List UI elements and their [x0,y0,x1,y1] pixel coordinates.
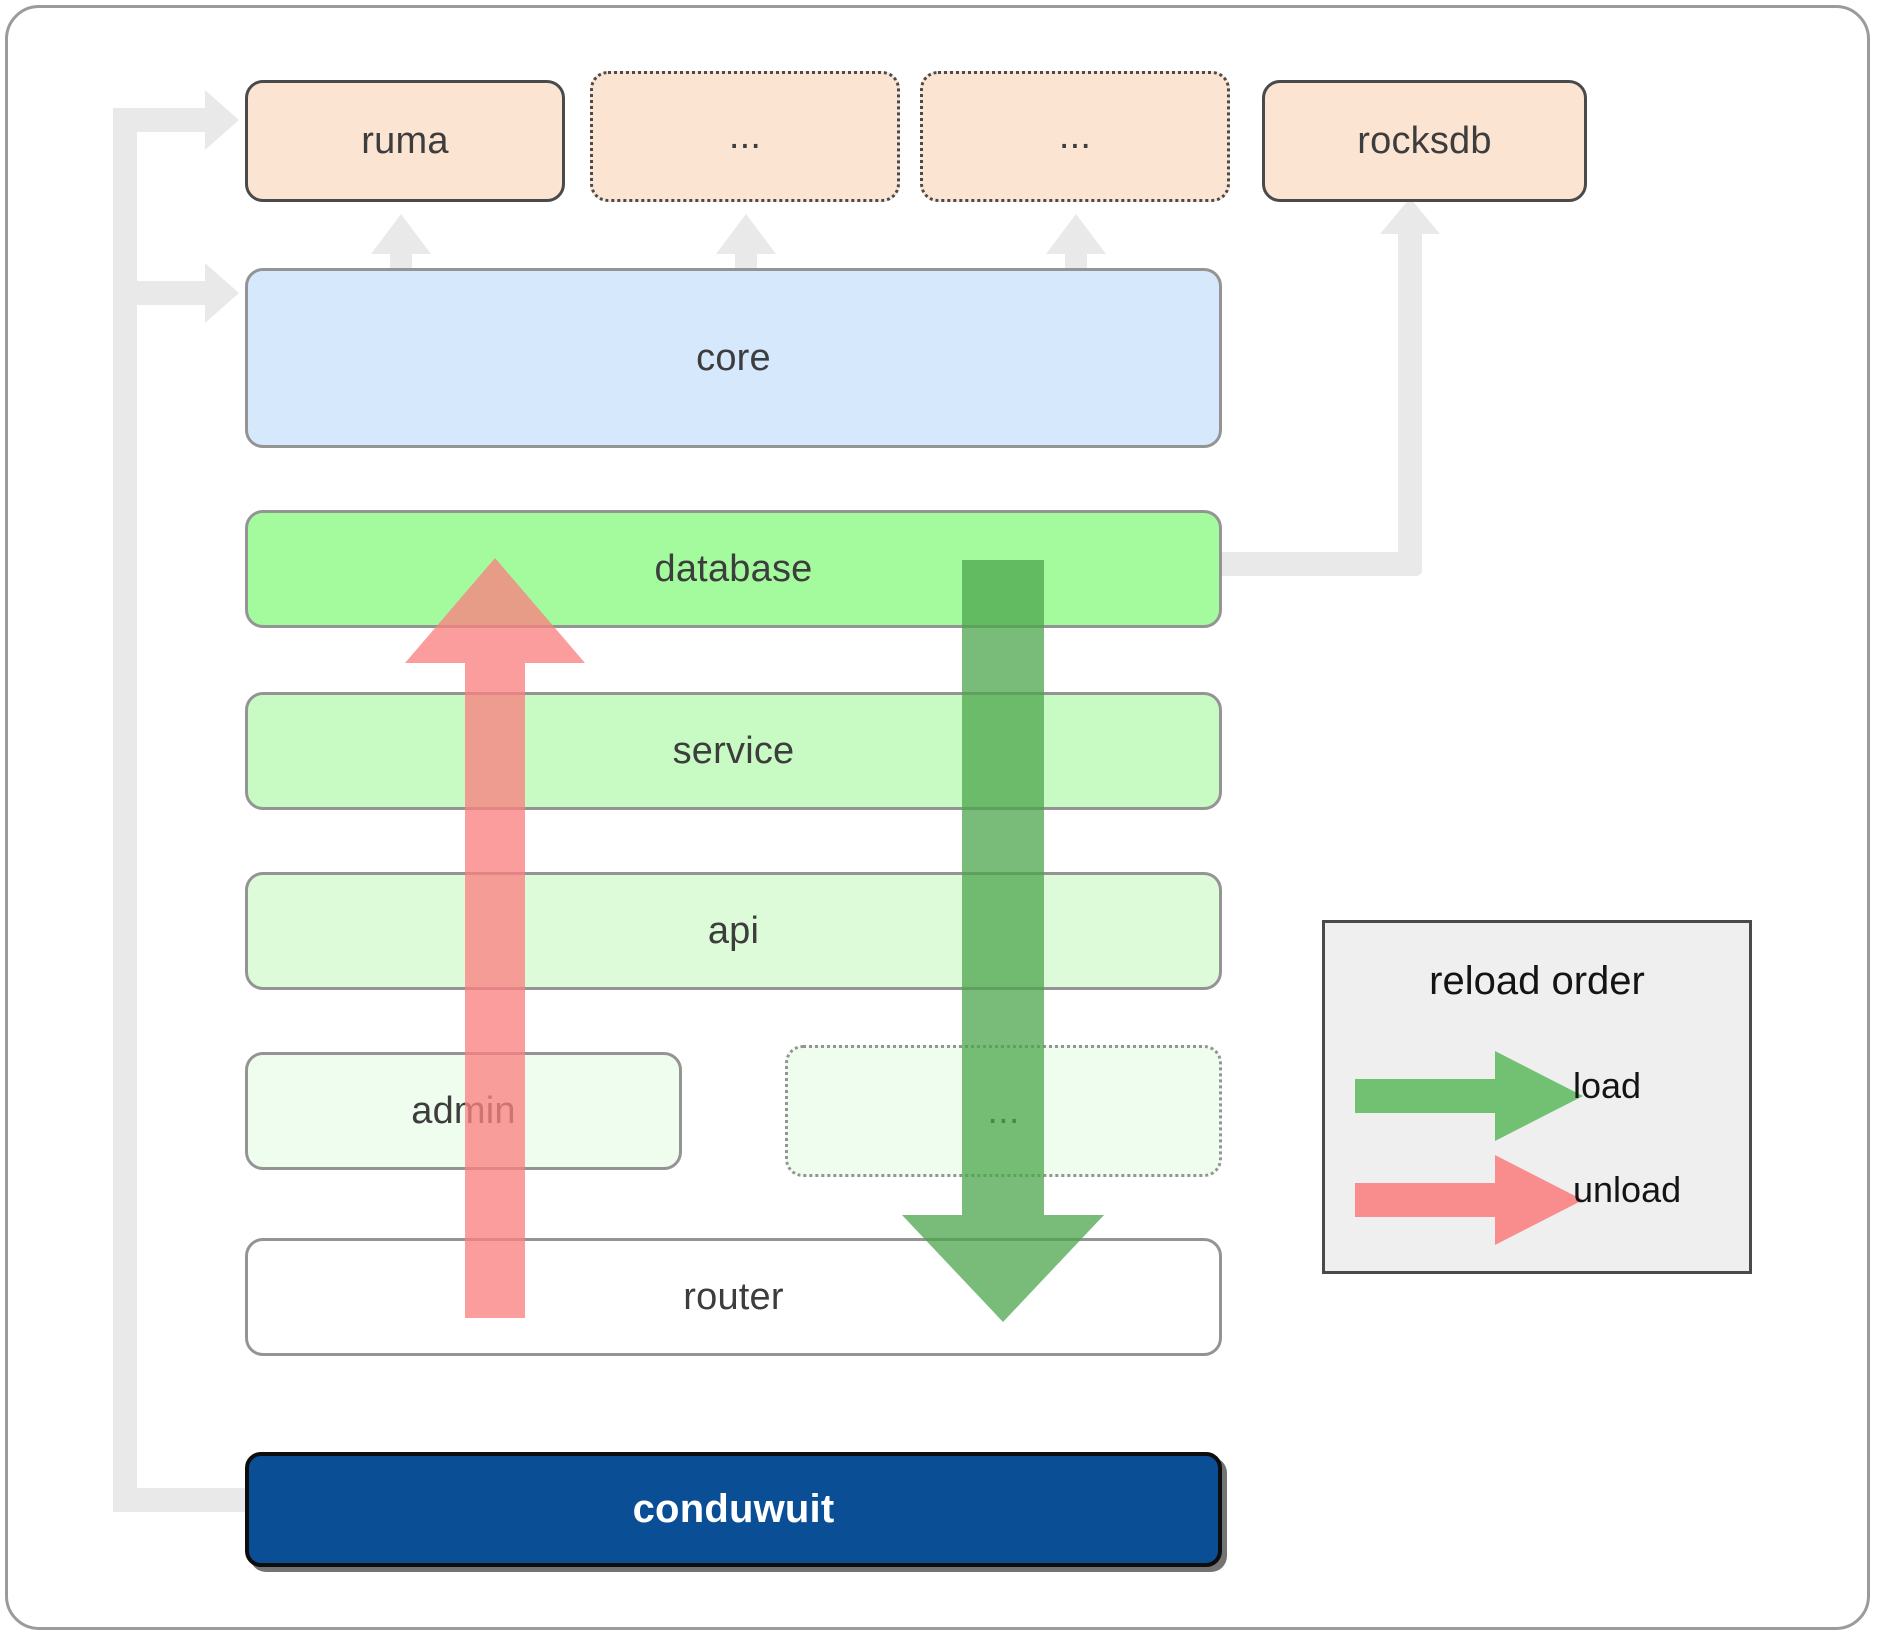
node-conduwuit-label: conduwuit [632,1487,835,1531]
connector-arrowhead-rocksdb [1380,198,1440,234]
legend-row-unload: unload [1325,1155,1749,1245]
legend-load-label: load [1573,1065,1642,1106]
node-conduwuit[interactable]: conduwuit [245,1452,1222,1567]
node-api-label: api [707,909,760,952]
node-database-label: database [654,547,813,590]
node-dep-b-label: ... [1058,115,1092,157]
core-ruma-arrowhead [371,214,431,254]
load-arrow-icon [902,560,1104,1322]
connector-bottom-segment [113,1488,253,1512]
node-router-label: router [683,1275,784,1318]
node-rocksdb[interactable]: rocksdb [1262,80,1587,202]
legend-load-arrow-icon [1355,1051,1583,1141]
connector-rocksdb-vertical [1398,232,1422,572]
legend-title: reload order [1429,959,1645,1003]
connector-arrowhead-core [205,263,239,323]
connector-rocksdb-horizontal [1222,552,1422,576]
node-dep-a-label: ... [728,115,762,157]
core-depb-arrowhead [1046,214,1106,254]
unload-arrow-icon [405,558,585,1318]
node-database[interactable]: database [245,510,1222,628]
legend-panel: reload order load unload [1322,920,1752,1274]
legend-row-load: load [1325,1051,1749,1141]
connector-branch-ruma [113,108,213,132]
node-rocksdb-label: rocksdb [1357,119,1492,162]
connector-branch-core [113,281,213,305]
core-depa-arrowhead [716,214,776,254]
node-core-label: core [696,336,771,379]
node-service-label: service [672,729,795,772]
node-ruma-label: ruma [361,119,449,162]
legend-unload-label: unload [1573,1169,1682,1210]
node-ruma[interactable]: ruma [245,80,565,202]
node-api[interactable]: api [245,872,1222,990]
connector-trunk [113,120,137,1512]
node-dependency-placeholder-a[interactable]: ... [590,71,900,202]
node-core[interactable]: core [245,268,1222,448]
node-dependency-placeholder-b[interactable]: ... [920,71,1230,202]
connector-arrowhead-ruma [205,90,239,150]
node-service[interactable]: service [245,692,1222,810]
legend-unload-arrow-icon [1355,1155,1583,1245]
